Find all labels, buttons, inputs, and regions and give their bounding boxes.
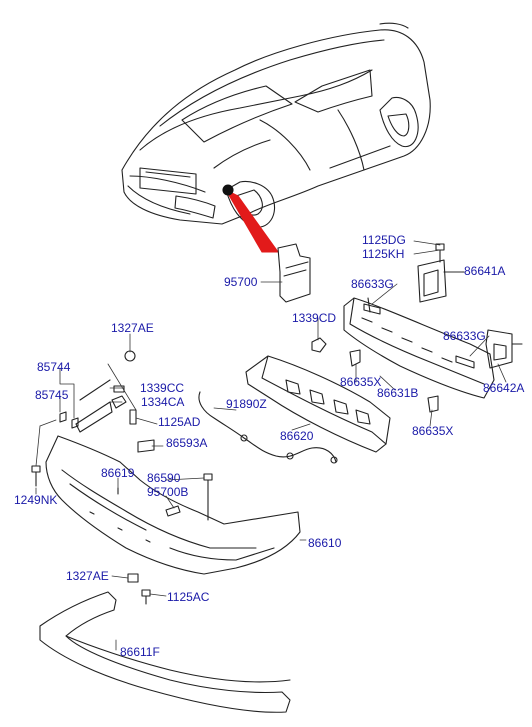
absorber-86620-drawing	[245, 355, 391, 453]
callout-1327AE-lower[interactable]: 1327AE	[66, 569, 109, 583]
bracket-86642A-drawing	[485, 329, 523, 369]
callout-86635X-upper[interactable]: 86635X	[340, 375, 382, 389]
sensor-location-marker	[222, 184, 234, 196]
callout-86593A[interactable]: 86593A	[166, 436, 208, 450]
callout-86590[interactable]: 86590	[147, 471, 181, 485]
callout-86631B[interactable]: 86631B	[377, 386, 419, 400]
callout-86641A[interactable]: 86641A	[464, 264, 506, 278]
callout-1125AD[interactable]: 1125AD	[158, 415, 201, 429]
clip-86635X-lower-drawing	[427, 395, 439, 413]
wiring-harness-91890Z-drawing	[198, 391, 337, 463]
lower-lip-86611F-drawing	[39, 591, 291, 713]
callout-95700B[interactable]: 95700B	[147, 485, 189, 499]
callout-1334CA[interactable]: 1334CA	[141, 395, 185, 409]
callout-85744[interactable]: 85744	[37, 360, 71, 374]
bolt-1125DG-drawing	[435, 243, 445, 263]
fastener-group-left	[31, 350, 213, 605]
callout-86611F[interactable]: 86611F	[120, 645, 160, 659]
callout-86635X-lower[interactable]: 86635X	[412, 424, 454, 438]
callout-95700[interactable]: 95700	[224, 275, 258, 289]
callout-85745[interactable]: 85745	[35, 388, 69, 402]
callout-1327AE-upper[interactable]: 1327AE	[111, 321, 154, 335]
car-body-illustration	[121, 22, 431, 228]
clip-86635X-upper-drawing	[349, 349, 361, 367]
callout-86642A[interactable]: 86642A	[483, 381, 525, 395]
callout-1125AC[interactable]: 1125AC	[167, 590, 210, 604]
bracket-86633G-lower-drawing	[455, 355, 475, 369]
callout-86633G-upper[interactable]: 86633G	[351, 277, 394, 291]
nut-1339CD-drawing	[311, 337, 327, 353]
callout-86619[interactable]: 86619	[101, 466, 135, 480]
bumper-beam-86631B-drawing	[343, 297, 495, 399]
callout-1339CD[interactable]: 1339CD	[292, 311, 337, 325]
callout-86610[interactable]: 86610	[308, 536, 342, 550]
bumper-cover-86610-drawing	[45, 379, 301, 575]
bracket-86641A-drawing	[417, 259, 465, 303]
callout-1249NK[interactable]: 1249NK	[14, 493, 58, 507]
callout-1339CC[interactable]: 1339CC	[140, 381, 185, 395]
part-95700-drawing	[277, 243, 311, 303]
callout-86620[interactable]: 86620	[280, 429, 314, 443]
leader-lines	[35, 240, 507, 651]
callout-1125KH[interactable]: 1125KH	[362, 247, 405, 261]
bracket-86633G-upper-drawing	[363, 297, 381, 315]
callout-86633G-lower[interactable]: 86633G	[443, 329, 486, 343]
callout-1125DG[interactable]: 1125DG	[362, 233, 406, 247]
callout-91890Z[interactable]: 91890Z	[226, 397, 267, 411]
